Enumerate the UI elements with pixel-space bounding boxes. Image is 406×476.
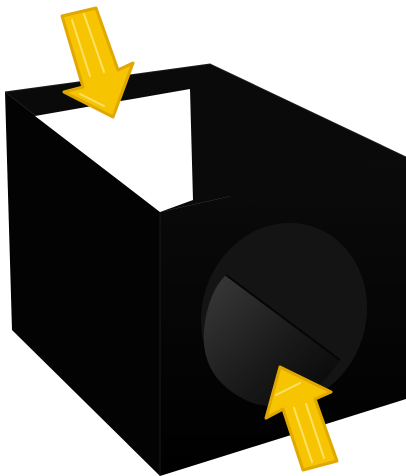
box-illustration — [0, 0, 406, 476]
